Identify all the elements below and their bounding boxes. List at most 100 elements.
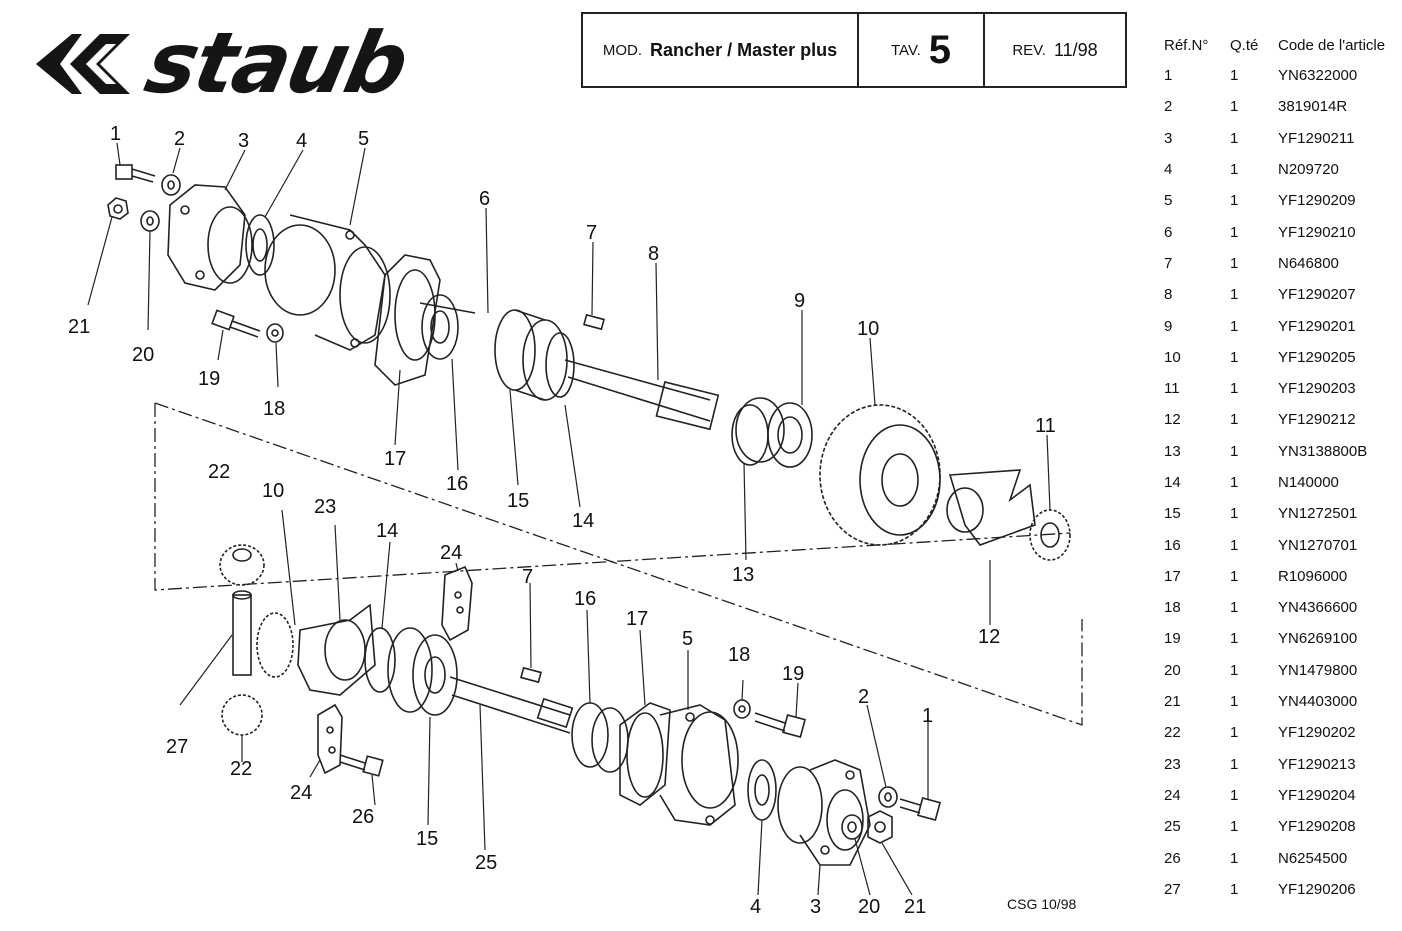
logo-arrow-icon <box>36 34 130 94</box>
brand-wordmark: staub <box>137 14 416 112</box>
callout-8: 8 <box>648 243 659 265</box>
cell-qty: 1 <box>1230 223 1239 241</box>
cell-code: N209720 <box>1278 161 1339 179</box>
callout-19-bottom: 19 <box>782 663 804 685</box>
cell-ref: 11 <box>1164 380 1180 398</box>
pinion-22-upper <box>219 544 265 586</box>
cell-code: YN6269100 <box>1278 630 1358 648</box>
cell-ref: 24 <box>1164 786 1181 804</box>
cell-ref: 3 <box>1164 129 1173 147</box>
callout-7-bottom: 7 <box>522 566 533 588</box>
hub-9 <box>735 397 813 468</box>
cell-qty: 1 <box>1230 380 1239 398</box>
bolt-19-bottom <box>754 712 807 739</box>
cell-ref: 16 <box>1164 536 1181 554</box>
cell-code: R1096000 <box>1278 567 1348 585</box>
pin-27 <box>232 590 252 676</box>
washer-2-top <box>161 174 181 196</box>
cell-qty: 1 <box>1230 693 1239 711</box>
callout-6: 6 <box>479 188 490 210</box>
bolt-19-top <box>211 309 261 338</box>
callout-2: 2 <box>174 128 185 150</box>
model-cell: MOD. Rancher / Master plus <box>583 14 859 86</box>
cell-qty: 1 <box>1230 505 1239 523</box>
flange-3-bottom <box>777 759 871 866</box>
cell-ref: 8 <box>1164 286 1173 304</box>
shaft-8 <box>564 359 720 431</box>
washer-20-top <box>140 210 160 232</box>
sleeve-13 <box>731 404 769 466</box>
cell-ref: 19 <box>1164 630 1181 648</box>
title-block: MOD. Rancher / Master plus TAV. 5 REV. 1… <box>581 12 1127 88</box>
frame-line-top <box>154 402 1083 726</box>
cell-ref: 25 <box>1164 818 1181 836</box>
cell-code: YN1479800 <box>1278 661 1358 679</box>
cell-ref: 9 <box>1164 317 1173 335</box>
cell-qty: 1 <box>1230 849 1239 867</box>
callout-15: 15 <box>507 490 529 512</box>
cell-code: YN4366600 <box>1278 599 1358 617</box>
cell-qty: 1 <box>1230 317 1239 335</box>
cell-qty: 1 <box>1230 348 1239 366</box>
bolt-26 <box>339 754 384 777</box>
callout-1-bottom: 1 <box>922 705 933 727</box>
tav-label: TAV. <box>891 41 921 59</box>
cell-code: YF1290203 <box>1278 380 1356 398</box>
callout-5-bottom: 5 <box>682 628 693 650</box>
cell-code: YN1270701 <box>1278 536 1358 554</box>
callout-4-bottom: 4 <box>750 896 761 918</box>
cell-qty: 1 <box>1230 536 1239 554</box>
gear-10-bottom <box>256 612 294 678</box>
callout-17-bottom: 17 <box>626 608 648 630</box>
callout-3-bottom: 3 <box>810 896 821 918</box>
cell-ref: 10 <box>1164 348 1181 366</box>
pinion-22-lower <box>221 694 263 736</box>
cell-qty: 1 <box>1230 192 1239 210</box>
callouts-bottom: 22 10 23 14 24 7 16 17 5 18 19 2 1 27 22… <box>166 461 933 918</box>
callout-4: 4 <box>296 130 307 152</box>
brand-logo: staub <box>30 14 475 112</box>
cell-qty: 1 <box>1230 630 1239 648</box>
cell-code: YN6322000 <box>1278 67 1358 85</box>
cell-code: YF1290208 <box>1278 818 1356 836</box>
callout-18: 18 <box>263 398 285 420</box>
callout-1: 1 <box>110 123 121 145</box>
callout-25: 25 <box>475 852 497 874</box>
callout-19: 19 <box>198 368 220 390</box>
cell-ref: 26 <box>1164 849 1181 867</box>
table-row: 19 1 YN6269100 <box>1160 623 1395 654</box>
callout-27: 27 <box>166 736 188 758</box>
bearing-15-top <box>494 309 568 401</box>
bolt-1-bottom <box>899 796 942 822</box>
cell-qty: 1 <box>1230 786 1239 804</box>
bearing-15-bottom <box>387 627 458 716</box>
callout-16-bottom: 16 <box>574 588 596 610</box>
cell-ref: 18 <box>1164 599 1181 617</box>
rev-value: 11/98 <box>1053 39 1098 60</box>
cell-code: N6254500 <box>1278 849 1348 867</box>
cell-qty: 1 <box>1230 98 1239 116</box>
cell-ref: 17 <box>1164 567 1181 585</box>
exploded-view-diagram: 1 2 3 4 5 6 7 8 9 10 11 12 13 14 15 16 1… <box>68 123 1083 918</box>
cell-qty: 1 <box>1230 567 1239 585</box>
callout-14-bottom: 14 <box>376 520 398 542</box>
frame-line-bottom <box>154 403 1071 591</box>
cell-qty: 1 <box>1230 286 1239 304</box>
callout-20-bottom: 20 <box>858 896 880 918</box>
cell-qty: 1 <box>1230 474 1239 491</box>
bearing-4-bottom <box>747 759 777 821</box>
table-row: 26 1 N6254500 <box>1160 842 1395 873</box>
callout-22-lower: 22 <box>230 758 252 780</box>
